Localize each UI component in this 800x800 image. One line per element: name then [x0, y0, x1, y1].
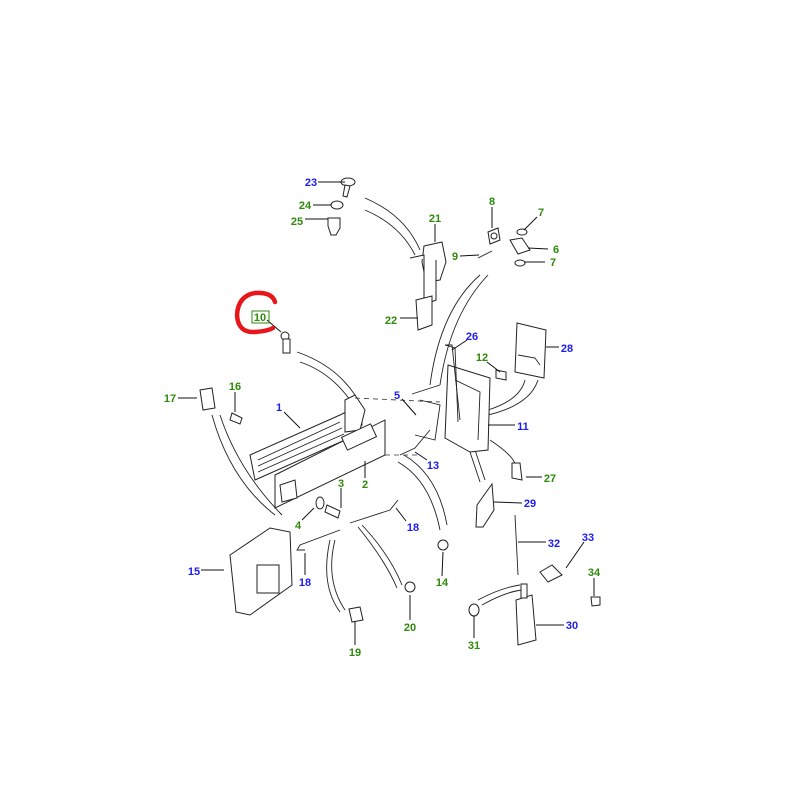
- callout-18-lower[interactable]: 18: [299, 577, 311, 589]
- callout-28[interactable]: 28: [561, 343, 573, 355]
- callout-25[interactable]: 25: [291, 216, 303, 228]
- callout-7-upper[interactable]: 7: [538, 207, 544, 219]
- callout-9[interactable]: 9: [452, 251, 458, 263]
- clip-17: [199, 387, 216, 411]
- callout-8[interactable]: 8: [489, 196, 495, 208]
- rod-5: [411, 384, 441, 395]
- actuator-30: [515, 594, 537, 646]
- callout-34[interactable]: 34: [588, 567, 601, 579]
- callout-16[interactable]: 16: [229, 381, 241, 393]
- interior-handle-15: [229, 527, 293, 616]
- callout-labels: 23 24 25 21 8 7 6 9 7 22 10 26 12 28 5 1…: [164, 177, 601, 659]
- washer-24: [330, 200, 344, 210]
- clip-34: [590, 596, 601, 607]
- callout-1[interactable]: 1: [276, 402, 282, 414]
- callout-12[interactable]: 12: [476, 352, 488, 364]
- callout-2[interactable]: 2: [362, 479, 368, 491]
- callout-27[interactable]: 27: [544, 473, 556, 485]
- callout-11[interactable]: 11: [517, 421, 529, 433]
- bezel-2: [274, 419, 386, 509]
- exterior-handle-1: [249, 394, 366, 481]
- callout-30[interactable]: 30: [566, 620, 578, 632]
- screw-23: [340, 177, 356, 198]
- callout-21[interactable]: 21: [429, 213, 441, 225]
- callout-15[interactable]: 15: [188, 566, 200, 578]
- plate-28: [514, 322, 547, 379]
- screw-16: [229, 412, 243, 425]
- bolt-12: [495, 369, 507, 381]
- guide-curves: [211, 197, 539, 613]
- callout-23[interactable]: 23: [305, 177, 317, 189]
- callout-10-box: [251, 310, 270, 324]
- callout-32[interactable]: 32: [548, 538, 560, 550]
- clip-33: [539, 564, 563, 583]
- rod-18-upper: [349, 499, 399, 524]
- callout-7-lower[interactable]: 7: [550, 257, 556, 269]
- callout-22[interactable]: 22: [385, 315, 397, 327]
- callout-4[interactable]: 4: [295, 520, 302, 532]
- cap-19: [348, 606, 364, 623]
- clip-14: [437, 539, 449, 551]
- rod-32: [514, 514, 519, 576]
- clip-25: [327, 217, 341, 236]
- leader-lines: [178, 181, 595, 645]
- callout-3[interactable]: 3: [338, 478, 344, 490]
- grommet-31: [468, 603, 480, 617]
- actuator-30-rod: [520, 583, 528, 599]
- latch-assembly-21-22: [409, 241, 447, 331]
- callout-29[interactable]: 29: [524, 498, 536, 510]
- rod-18-lower: [296, 529, 341, 551]
- callout-17[interactable]: 17: [164, 393, 176, 405]
- callout-18-upper[interactable]: 18: [407, 522, 419, 534]
- callout-6[interactable]: 6: [553, 244, 559, 256]
- callout-26[interactable]: 26: [466, 331, 478, 343]
- callout-19[interactable]: 19: [349, 647, 361, 659]
- highlight-marker: [234, 290, 278, 335]
- callout-24[interactable]: 24: [299, 200, 312, 212]
- washer-4: [315, 496, 325, 510]
- callout-31[interactable]: 31: [468, 640, 480, 652]
- callout-10[interactable]: 10: [254, 312, 266, 324]
- callout-13[interactable]: 13: [427, 460, 439, 472]
- callout-33[interactable]: 33: [582, 532, 594, 544]
- callout-20[interactable]: 20: [404, 622, 416, 634]
- clip-20: [404, 581, 416, 593]
- bracket-29: [475, 482, 495, 528]
- part-10-clip: [280, 331, 291, 354]
- callout-5[interactable]: 5: [394, 390, 400, 402]
- lock-cylinder-parts-6-9: [477, 227, 531, 267]
- bolt-3: [324, 504, 341, 519]
- clip-27: [511, 462, 523, 481]
- callout-14[interactable]: 14: [436, 577, 449, 589]
